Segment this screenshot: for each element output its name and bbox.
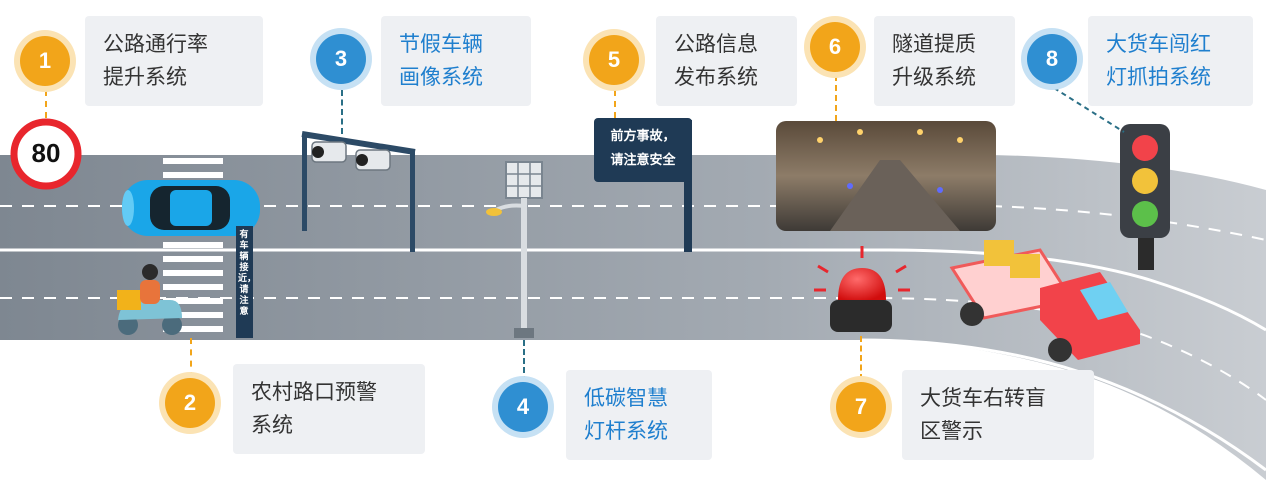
label-5-line1: 公路信息	[674, 32, 758, 56]
label-5-line2: 发布系统	[674, 65, 758, 89]
label-8-line1: 大货车闯红	[1106, 32, 1211, 56]
blue-car-icon	[122, 180, 260, 236]
badge-8: 8	[1027, 34, 1077, 84]
label-3: 节假车辆 画像系统	[381, 16, 531, 106]
label-4-line1: 低碳智慧	[584, 386, 668, 410]
camera-gantry-icon	[301, 131, 416, 252]
warning-siren-icon	[814, 246, 910, 332]
label-3-line2: 画像系统	[399, 65, 483, 89]
label-5: 公路信息 发布系统	[656, 16, 797, 106]
leader-line-6	[835, 75, 837, 121]
warning-post-text: 有车辆接近，请注意	[238, 230, 257, 317]
label-6: 隧道提质 升级系统	[874, 16, 1015, 106]
badge-3: 3	[316, 34, 366, 84]
label-3-line1: 节假车辆	[399, 32, 483, 56]
label-4: 低碳智慧 灯杆系统	[566, 370, 712, 460]
label-1: 公路通行率 提升系统	[85, 16, 263, 106]
leader-line-8	[1053, 87, 1125, 133]
leader-line-5	[614, 90, 616, 118]
vertical-warning-post-icon	[236, 226, 253, 338]
label-2-line2: 系统	[251, 413, 293, 437]
leader-line-4	[523, 340, 525, 382]
label-6-line2: 升级系统	[892, 65, 976, 89]
scooter-rider-icon	[117, 264, 182, 335]
traffic-light-icon	[1120, 124, 1170, 270]
info-board-line1: 前方事故，	[610, 129, 676, 144]
badge-4: 4	[498, 382, 548, 432]
speed-limit-value: 80	[31, 138, 61, 168]
label-2: 农村路口预警 系统	[233, 364, 425, 454]
info-board-icon	[594, 118, 692, 252]
leader-line-3	[341, 90, 343, 134]
truck-icon	[949, 240, 1140, 362]
label-4-line2: 灯杆系统	[584, 419, 668, 443]
label-7-line1: 大货车右转盲	[920, 386, 1046, 410]
leader-line-1	[45, 90, 47, 118]
label-1-line2: 提升系统	[103, 65, 187, 89]
label-7-line2: 区警示	[920, 419, 983, 443]
info-board-line2: 请注意安全	[610, 153, 676, 168]
badge-5: 5	[589, 35, 639, 85]
speed-limit-sign-icon	[10, 118, 82, 190]
label-8-line2: 灯抓拍系统	[1106, 65, 1211, 89]
leader-line-2	[190, 338, 192, 378]
label-7: 大货车右转盲 区警示	[902, 370, 1094, 460]
badge-2: 2	[165, 378, 215, 428]
badge-7: 7	[836, 382, 886, 432]
badge-6: 6	[810, 22, 860, 72]
label-1-line1: 公路通行率	[103, 32, 208, 56]
label-6-line1: 隧道提质	[892, 32, 976, 56]
label-8: 大货车闯红 灯抓拍系统	[1088, 16, 1253, 106]
leader-line-7	[860, 336, 862, 380]
smart-lamp-post-icon	[486, 161, 543, 338]
tunnel-image	[776, 121, 996, 231]
label-2-line1: 农村路口预警	[251, 380, 377, 404]
badge-1: 1	[20, 36, 70, 86]
